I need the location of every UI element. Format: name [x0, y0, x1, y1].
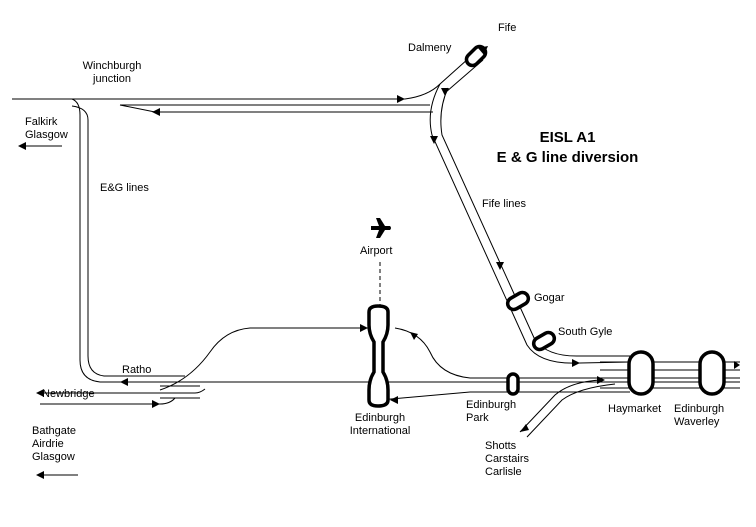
label-shotts-line3: Carlisle	[485, 466, 522, 478]
arrow-dalmeny-down	[441, 88, 449, 96]
arrow-shotts	[520, 424, 529, 432]
title-line2: E & G line diversion	[496, 149, 639, 166]
label-falkirk-line1: Falkirk	[25, 116, 58, 128]
track-newbridge-junction	[160, 385, 200, 399]
label-edinburgh-international: Edinburgh International	[336, 412, 424, 438]
arrow-fife-lines	[430, 136, 438, 144]
arrow-ratho	[120, 378, 128, 386]
label-edinburgh-waverley-line2: Waverley	[674, 416, 720, 428]
arrow-main	[597, 376, 605, 384]
arrow-winchburgh	[152, 108, 160, 116]
arrow-waverley-east	[734, 361, 740, 369]
label-winchburgh-line1: Winchburgh	[82, 60, 142, 72]
arrow-tram-airport	[360, 324, 368, 332]
track-newbridge	[40, 388, 206, 394]
label-edinburgh-park-line2: Park	[466, 412, 489, 424]
arrow-top-right	[397, 95, 405, 103]
label-shotts-line2: Carstairs	[485, 453, 530, 465]
label-haymarket: Haymarket	[608, 403, 662, 415]
track-shotts	[519, 379, 601, 433]
label-falkirk-line2: Glasgow	[25, 129, 68, 141]
label-edinburgh-park: Edinburgh Park	[466, 399, 516, 425]
label-edinburgh-international-line1: Edinburgh	[354, 412, 406, 424]
label-south-gyle: South Gyle	[558, 326, 613, 338]
label-fife: Fife	[498, 22, 517, 34]
station-south-gyle	[531, 330, 557, 352]
label-falkirk: Falkirk Glasgow	[25, 116, 68, 142]
label-edinburgh-waverley-line1: Edinburgh	[674, 403, 725, 415]
arrow-fife	[478, 46, 488, 55]
label-shotts-line1: Shotts	[485, 440, 517, 452]
label-bathgate: Bathgate Airdrie Glasgow	[32, 425, 76, 464]
title-line1: EISL A1	[539, 129, 596, 146]
label-gogar: Gogar	[534, 292, 565, 304]
station-gogar	[505, 290, 531, 312]
label-edinburgh-park-line1: Edinburgh	[466, 399, 517, 411]
arrow-airport-curve	[410, 332, 418, 340]
label-bathgate-line3: Glasgow	[32, 451, 75, 463]
label-shotts: Shotts Carstairs Carlisle	[485, 440, 529, 479]
track-shotts-2	[526, 383, 616, 438]
track-airport-haymarket	[394, 327, 740, 379]
label-eg-lines: E&G lines	[100, 182, 149, 194]
label-ratho: Ratho	[122, 364, 152, 376]
arrow-south-gyle	[572, 359, 580, 367]
station-haymarket	[627, 350, 655, 396]
label-bathgate-line1: Bathgate	[32, 425, 77, 437]
arrow-gogar	[496, 262, 504, 270]
arrow-bathgate	[36, 471, 44, 479]
label-winchburgh: Winchburgh junction	[72, 60, 152, 86]
track-bathgate	[40, 397, 176, 405]
station-edinburgh-park	[506, 372, 520, 396]
arrow-falkirk	[18, 142, 26, 150]
label-winchburgh-line2: junction	[93, 73, 131, 85]
track-tram-upper	[159, 327, 380, 391]
airplane-icon	[371, 218, 391, 238]
label-dalmeny: Dalmeny	[408, 42, 452, 54]
label-edinburgh-international-line2: International	[349, 425, 411, 437]
arrow-bathgate-track	[152, 400, 160, 408]
station-edinburgh-international	[367, 304, 390, 408]
label-edinburgh-waverley: Edinburgh Waverley	[674, 403, 724, 429]
arrow-tram-international	[390, 396, 398, 404]
label-airport: Airport	[360, 245, 393, 257]
arrow-newbridge	[36, 389, 44, 397]
label-fife-lines: Fife lines	[482, 198, 527, 210]
track-winchburgh-curve	[119, 104, 433, 113]
label-bathgate-line2: Airdrie	[32, 438, 64, 450]
label-newbridge: Newbridge	[42, 388, 95, 400]
track-eg-left-inner	[71, 105, 185, 377]
track-eg-left-outer	[12, 98, 185, 383]
diagram-title: EISL A1 E & G line diversion	[475, 128, 660, 168]
station-waverley	[698, 350, 726, 396]
track-fife-outer	[429, 83, 631, 364]
